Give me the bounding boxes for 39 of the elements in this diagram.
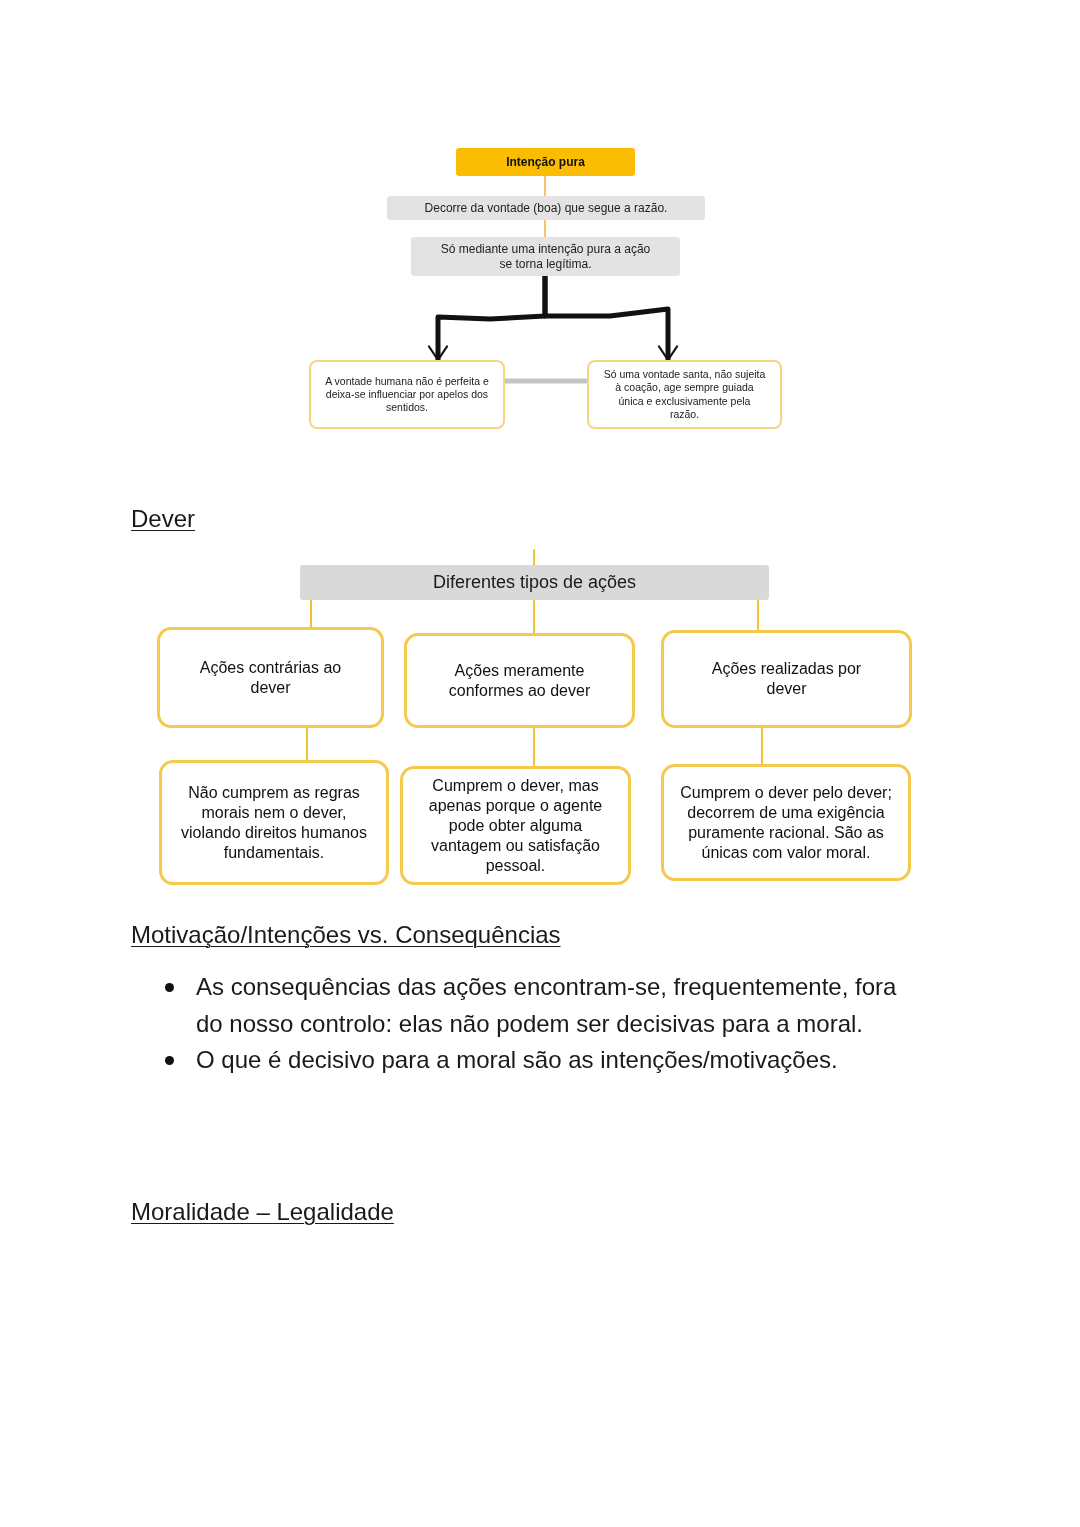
concept-box bbox=[309, 360, 505, 429]
connector-line bbox=[310, 599, 312, 628]
connector-line bbox=[757, 599, 759, 631]
concept-box bbox=[404, 633, 635, 728]
box-text: Só mediante uma intenção pura a ação se torna legítima. bbox=[439, 241, 652, 272]
connector-line bbox=[533, 549, 535, 566]
concept-box bbox=[387, 196, 705, 220]
concept-box bbox=[587, 360, 782, 429]
section-heading: Dever bbox=[131, 505, 196, 533]
bullet-text: As consequências das ações encontram-se, frequentemente, fora do nosso controlo: elas não podem ser decisivas para a moral. bbox=[196, 972, 898, 1039]
box-text: Ações meramente conformes ao dever bbox=[447, 660, 592, 701]
box-text: Diferentes tipos de ações bbox=[432, 571, 637, 594]
concept-box bbox=[159, 760, 389, 885]
box-text: Não cumprem as regras morais nem o dever, violando direitos humanos fundamentais. bbox=[180, 782, 368, 863]
concept-box bbox=[400, 766, 631, 885]
hand-drawn-arrow bbox=[542, 273, 679, 363]
concept-box bbox=[661, 630, 912, 728]
concept-box bbox=[456, 148, 635, 176]
box-text: Só uma vontade santa, não sujeita à coação, age sempre guiada única e exclusivamente pela razão. bbox=[603, 368, 766, 421]
section-heading: Moralidade – Legalidade bbox=[131, 1198, 394, 1226]
box-text: Ações realizadas por dever bbox=[710, 659, 863, 699]
connector-line bbox=[533, 599, 535, 634]
connector-line bbox=[306, 727, 308, 761]
box-text: Decorre da vontade (boa) que segue a razão. bbox=[424, 200, 668, 216]
box-text: Cumprem o dever, mas apenas porque o agente pode obter alguma vantagem ou satisfação pessoal. bbox=[427, 775, 604, 876]
box-text: Intenção pura bbox=[506, 154, 585, 170]
connector-line bbox=[533, 727, 535, 767]
concept-box bbox=[157, 627, 384, 728]
box-text: Ações contrárias ao dever bbox=[198, 657, 343, 698]
connector-line bbox=[544, 219, 546, 238]
connector-line bbox=[544, 175, 546, 197]
bullet-text: O que é decisivo para a moral são as intenções/motivações. bbox=[196, 1045, 839, 1075]
box-text: Cumprem o dever pelo dever; decorrem de uma exigência puramente racional. São as únicas com valor moral. bbox=[679, 782, 893, 863]
section-heading: Motivação/Intenções vs. Consequências bbox=[131, 921, 561, 949]
concept-box bbox=[300, 565, 769, 600]
concept-box bbox=[411, 237, 680, 276]
concept-box bbox=[661, 764, 911, 881]
connector-line bbox=[761, 727, 763, 765]
box-text: A vontade humana não é perfeita e deixa-se influenciar por apelos dos sentidos. bbox=[324, 374, 490, 415]
